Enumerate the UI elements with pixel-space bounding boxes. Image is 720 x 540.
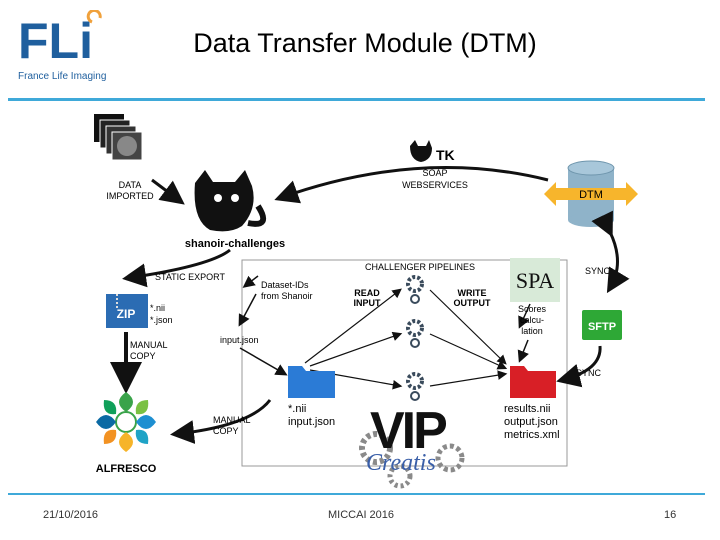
scores-label-1: Scores <box>518 304 547 314</box>
zip-label: ZIP <box>117 307 136 321</box>
arrow-sync-2 <box>556 345 602 388</box>
read-input-label-1: READ <box>354 288 380 298</box>
arrow-soap <box>274 166 549 204</box>
sync-label-2: SYNC <box>576 368 602 378</box>
vip-label: VIP <box>370 402 446 460</box>
dtm-label: DTM <box>579 189 603 201</box>
alfresco-logo-icon <box>96 392 156 452</box>
arrow-sync-1 <box>591 210 630 294</box>
tk-logo-icon <box>410 140 432 162</box>
static-export-label: STATIC EXPORT <box>155 272 226 282</box>
mri-images-icon <box>94 114 143 161</box>
soap-label-1: SOAP <box>422 168 447 178</box>
header-divider <box>8 98 705 101</box>
data-imported-label-2: IMPORTED <box>106 191 154 201</box>
arrow-import <box>151 178 185 205</box>
scores-label-3: lation <box>521 326 543 336</box>
dataset-ids-label-2: from Shanoir <box>261 291 313 301</box>
arrow-write-1 <box>429 289 507 365</box>
results-file-1: results.nii <box>504 403 550 415</box>
arrow-static-export <box>122 248 231 288</box>
arrow-read-1 <box>304 288 402 364</box>
creatis-label: Creatis <box>366 450 436 476</box>
shanoir-cat-icon <box>194 170 267 232</box>
arrow-dataset-ids <box>242 275 259 288</box>
arrow-to-input-json <box>238 293 257 327</box>
write-output-label-1: WRITE <box>458 288 487 298</box>
logo-swirl <box>86 8 102 24</box>
pipelines-box <box>241 259 568 467</box>
folder-blue-file-2: input.json <box>288 416 335 428</box>
manual-copy-1a: MANUAL <box>130 340 168 350</box>
arrow-scores <box>517 339 529 363</box>
sync-label-1: SYNC <box>585 266 611 276</box>
alfresco-label: ALFRESCO <box>96 463 157 475</box>
page-title: Data Transfer Module (DTM) <box>193 28 537 58</box>
gear-icon <box>406 275 424 401</box>
sftp-folder-icon <box>582 310 622 340</box>
footer-divider <box>8 493 705 495</box>
results-file-2: output.json <box>504 416 558 428</box>
results-file-3: metrics.xml <box>504 429 560 441</box>
sftp-label: SFTP <box>588 321 616 333</box>
arrow-write-3 <box>429 370 508 387</box>
manual-copy-2a: MANUAL <box>213 415 251 425</box>
dataset-ids-label-1: Dataset-IDs <box>261 280 309 290</box>
spa-label: SPA <box>516 268 554 293</box>
scores-label-2: calcu- <box>520 315 544 325</box>
fli-logo: FLi France Life Imaging <box>18 8 118 88</box>
dtm-diagram: DATA IMPORTED shanoir-challenges TK SOAP… <box>94 114 638 489</box>
folder-blue-file-1: *.nii <box>288 403 306 415</box>
arrow-write-2 <box>429 333 508 370</box>
pipelines-label: CHALLENGER PIPELINES <box>365 262 475 272</box>
logo-subtitle: France Life Imaging <box>18 71 106 82</box>
arrow-read-2 <box>309 331 403 367</box>
input-json-label: input.json <box>220 335 259 345</box>
logo-text: FLi <box>18 13 93 69</box>
vip-creatis-logo <box>359 431 465 489</box>
read-input-label-2: INPUT <box>354 298 382 308</box>
data-imported-label-1: DATA <box>119 180 142 190</box>
input-folder-icon <box>288 366 335 398</box>
manual-copy-2b: COPY <box>213 426 239 436</box>
write-output-label-2: OUTPUT <box>454 298 492 308</box>
footer-date: 21/10/2016 <box>43 509 99 521</box>
footer-page-number: 16 <box>664 509 677 521</box>
zip-file-1: *.nii <box>150 303 165 313</box>
output-folder-icon <box>510 366 556 398</box>
arrow-spa <box>518 303 531 329</box>
dtm-database-icon <box>544 160 638 227</box>
manual-copy-1b: COPY <box>130 351 156 361</box>
spa-matrix-icon <box>510 258 560 302</box>
footer-event: MICCAI 2016 <box>328 509 395 521</box>
arrow-input-json <box>239 347 288 376</box>
soap-label-2: WEBSERVICES <box>402 180 468 190</box>
shanoir-label: shanoir-challenges <box>185 238 285 250</box>
tk-label: TK <box>436 147 455 163</box>
arrow-manual-copy-2 <box>170 399 272 444</box>
zip-file-2: *.json <box>150 315 173 325</box>
zip-icon <box>106 294 148 328</box>
